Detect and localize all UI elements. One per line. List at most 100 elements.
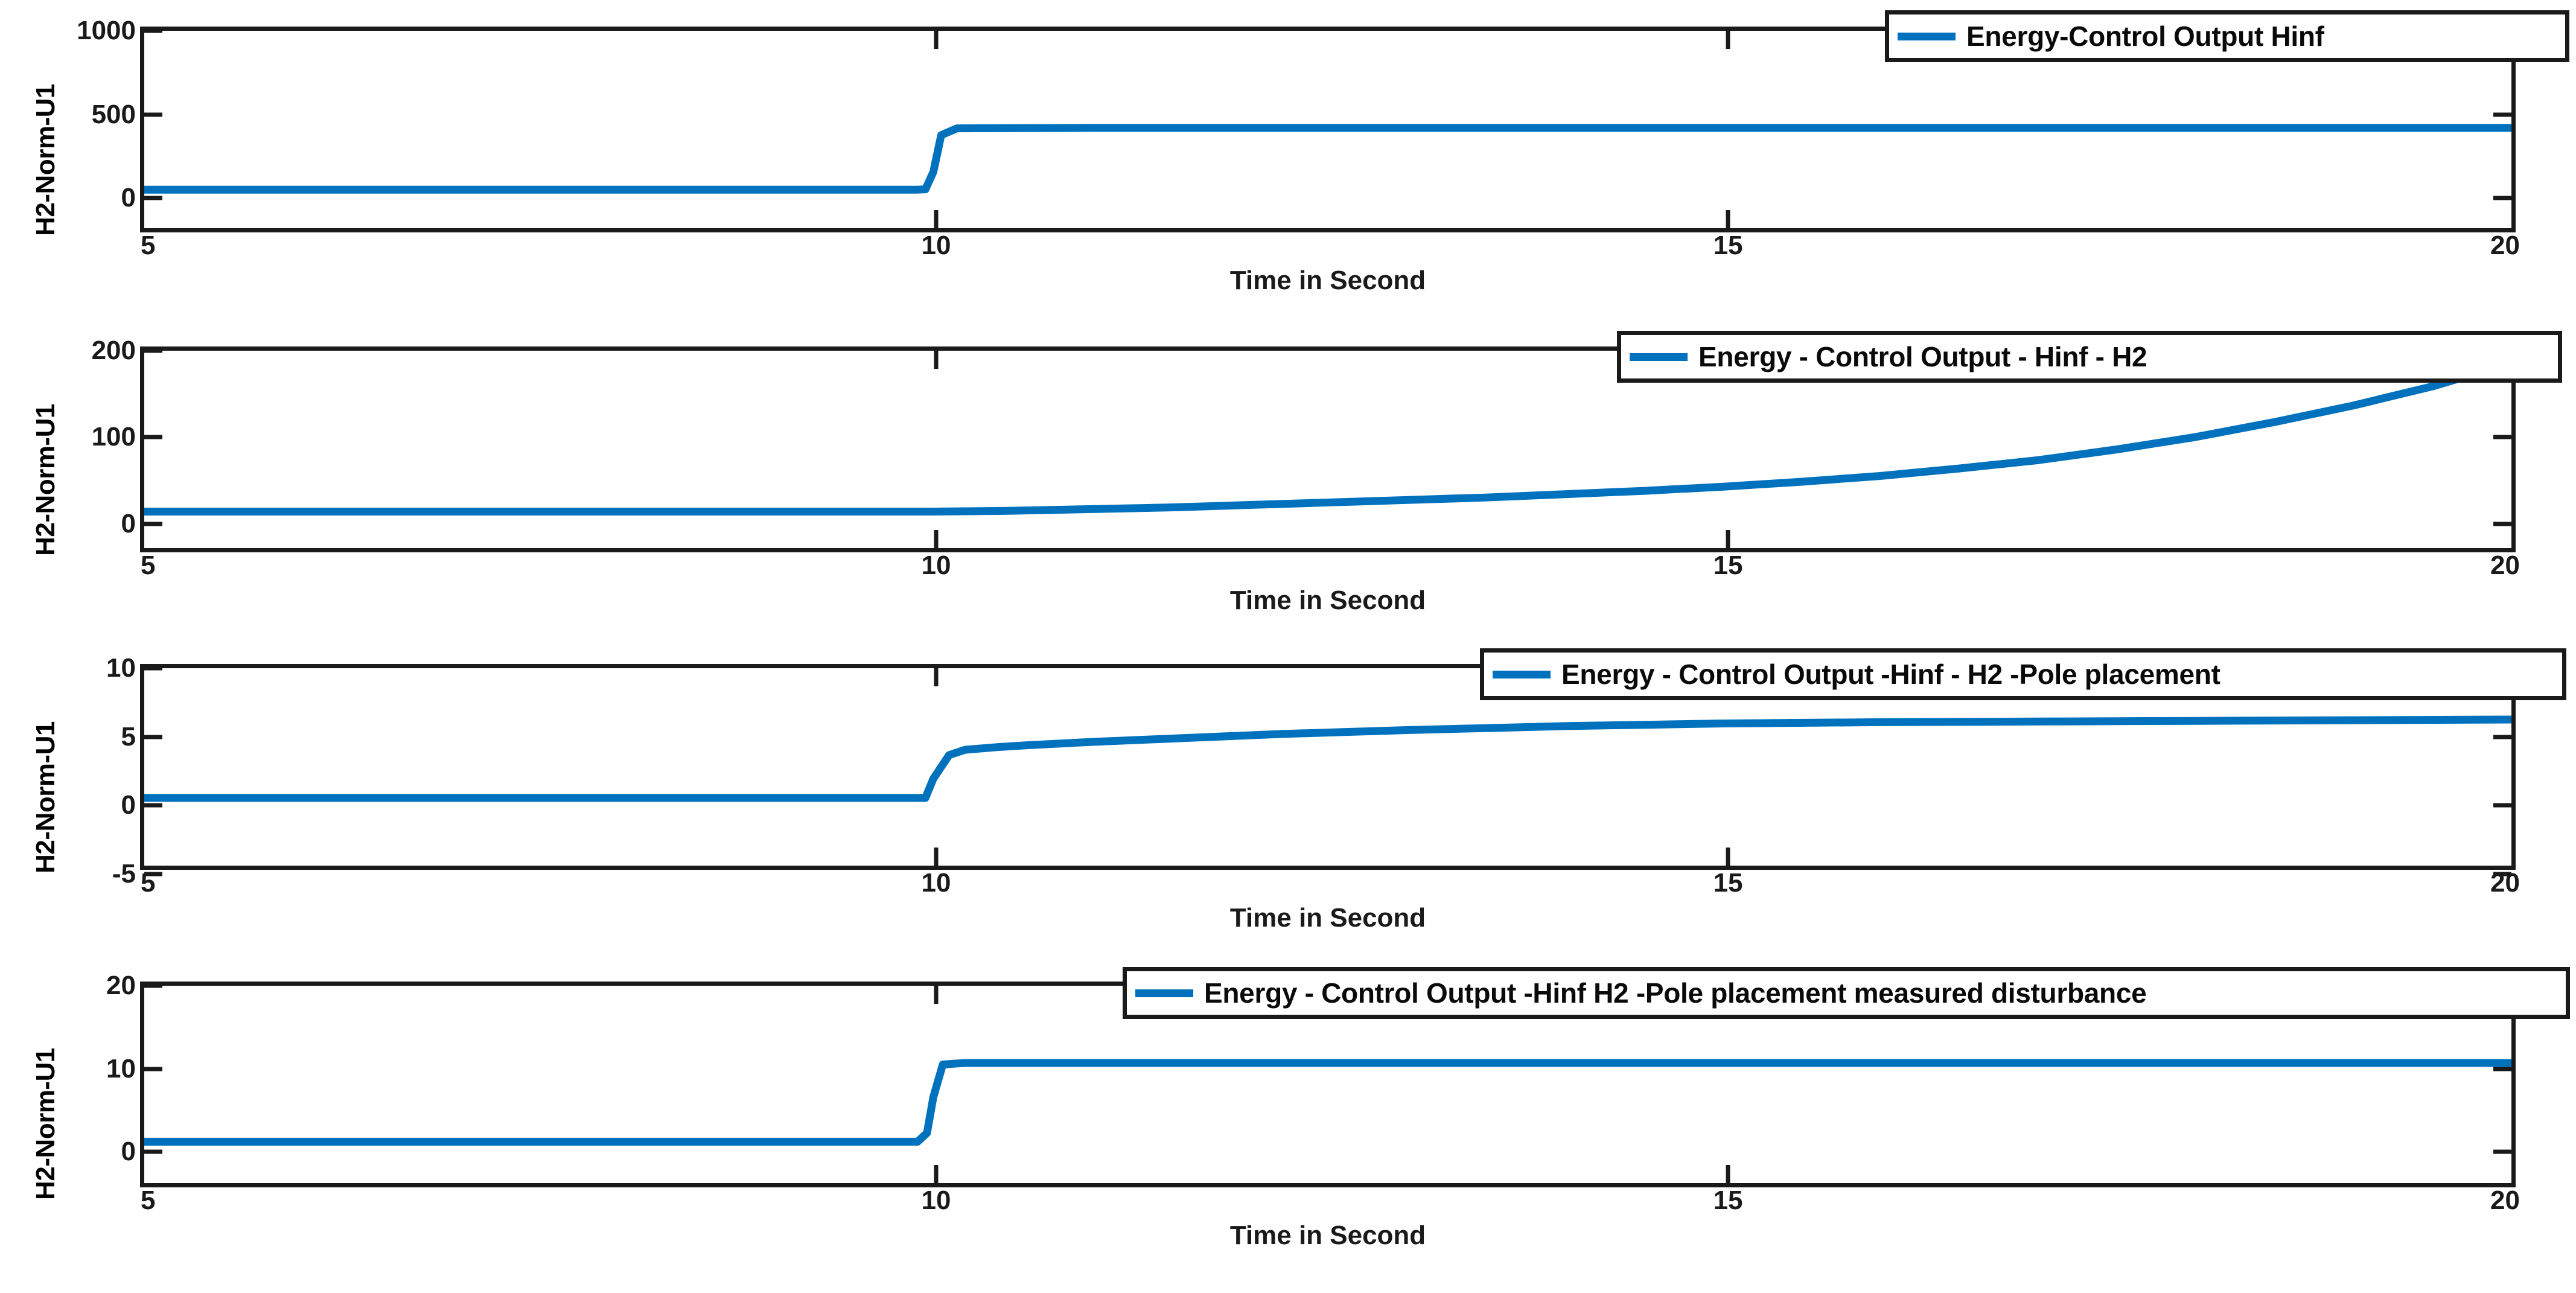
y-tick-1-1	[144, 112, 162, 117]
x-tick-label-4-2: 15	[1713, 1186, 1743, 1215]
y-tick-right-2-0	[2493, 522, 2511, 526]
legend-label-3: Energy - Control Output -Hinf - H2 -Pole…	[1561, 659, 2221, 690]
y-tick-label-4-0: 0	[121, 1137, 136, 1166]
y-axis-label-2: H2-Norm-U1	[31, 404, 60, 556]
x-tick-bottom-4-2	[1726, 1165, 1730, 1183]
y-tick-3-0	[144, 872, 162, 876]
legend-line-swatch-icon	[1493, 670, 1551, 678]
legend-label-4: Energy - Control Output -Hinf H2 -Pole p…	[1204, 977, 2147, 1009]
x-tick-label-4-0: 5	[141, 1186, 156, 1215]
y-axis-label-4: H2-Norm-U1	[31, 1048, 60, 1200]
y-tick-2-0	[144, 522, 162, 526]
series-line-1	[144, 31, 2511, 228]
y-tick-4-0	[144, 1149, 162, 1154]
x-tick-label-2-1: 10	[921, 551, 951, 580]
subplot-1: H2-Norm-U1 Time in Second 0 500 1000 5 10 15 2…	[0, 0, 2576, 320]
y-tick-3-1	[144, 803, 162, 808]
x-tick-label-1-3: 20	[2490, 231, 2520, 260]
y-tick-label-1-2: 1000	[77, 16, 136, 45]
y-axis-label-3: H2-Norm-U1	[31, 721, 60, 873]
plot-inner-1	[144, 31, 2511, 228]
y-tick-label-2-1: 100	[91, 422, 136, 452]
x-tick-top-2-1	[934, 351, 939, 369]
plot-inner-3	[144, 668, 2511, 866]
x-tick-label-4-1: 10	[921, 1186, 951, 1215]
y-tick-label-3-0: -5	[112, 859, 136, 889]
plot-area-3: Time in Second -5 0 5 10 5 10 15 20	[106, 653, 2520, 933]
legend-3[interactable]: Energy - Control Output -Hinf - H2 -Pole…	[1480, 648, 2566, 700]
x-tick-label-2-0: 5	[141, 551, 156, 580]
x-tick-label-4-3: 20	[2490, 1186, 2520, 1215]
x-tick-bottom-1-2	[1726, 210, 1730, 228]
x-tick-label-3-1: 10	[921, 868, 951, 898]
x-tick-bottom-2-1	[934, 530, 939, 548]
x-tick-label-1-2: 15	[1713, 231, 1743, 260]
x-tick-top-3-1	[934, 668, 939, 686]
x-axis-label-4: Time in Second	[1229, 1221, 1426, 1250]
x-tick-bottom-1-1	[934, 210, 939, 228]
y-tick-2-1	[144, 435, 162, 439]
x-axis-label-1: Time in Second	[1229, 266, 1426, 295]
x-tick-bottom-3-1	[934, 848, 939, 866]
x-tick-label-3-3: 20	[2490, 868, 2520, 898]
x-tick-label-1-1: 10	[921, 231, 951, 260]
y-tick-right-1-0	[2493, 196, 2511, 200]
data-series-1-0	[144, 128, 2511, 190]
y-tick-label-4-2: 20	[106, 971, 136, 1000]
plot-inner-4	[144, 986, 2511, 1183]
y-tick-3-2	[144, 735, 162, 739]
x-tick-bottom-3-2	[1726, 848, 1730, 866]
subplot-4: H2-Norm-U1 Time in Second 0 10 20 5 10 15 20 E…	[0, 955, 2576, 1293]
y-tick-label-1-1: 500	[91, 99, 136, 129]
series-line-2	[144, 351, 2511, 548]
legend-2[interactable]: Energy - Control Output - Hinf - H2	[1617, 331, 2562, 383]
x-axis-label-3: Time in Second	[1229, 903, 1426, 933]
y-tick-right-1-1	[2493, 112, 2511, 117]
y-tick-4-1	[144, 1067, 162, 1071]
x-tick-top-1-2	[1726, 31, 1730, 49]
series-line-4	[144, 986, 2511, 1183]
y-tick-right-3-2	[2493, 735, 2511, 739]
y-tick-label-3-3: 10	[106, 653, 136, 683]
subplot-2: H2-Norm-U1 Time in Second 0 100 200 5 10 15 20…	[0, 320, 2576, 640]
y-tick-3-3	[144, 666, 162, 671]
legend-1[interactable]: Energy-Control Output Hinf	[1885, 10, 2569, 62]
y-tick-label-3-1: 0	[121, 790, 136, 820]
y-tick-2-2	[144, 348, 162, 353]
legend-4[interactable]: Energy - Control Output -Hinf H2 -Pole p…	[1123, 967, 2570, 1019]
y-tick-right-4-0	[2493, 1149, 2511, 1154]
legend-label-1: Energy-Control Output Hinf	[1966, 21, 2324, 52]
x-tick-top-4-1	[934, 986, 939, 1004]
legend-line-swatch-icon	[1898, 32, 1956, 40]
y-tick-label-4-1: 10	[106, 1053, 136, 1084]
legend-line-swatch-icon	[1135, 989, 1193, 997]
x-tick-label-3-2: 15	[1713, 868, 1743, 898]
x-tick-label-2-3: 20	[2490, 551, 2520, 580]
y-tick-label-2-2: 200	[91, 336, 136, 365]
legend-label-2: Energy - Control Output - Hinf - H2	[1698, 341, 2147, 372]
y-axis-label-1: H2-Norm-U1	[31, 84, 60, 236]
x-tick-top-1-1	[934, 31, 939, 49]
y-tick-right-4-1	[2493, 1067, 2511, 1071]
x-tick-label-3-0: 5	[141, 868, 156, 898]
data-series-4-0	[144, 1063, 2511, 1142]
series-line-3	[144, 668, 2511, 866]
data-series-2-0	[144, 363, 2511, 512]
data-series-3-0	[144, 720, 2511, 798]
x-tick-bottom-4-1	[934, 1165, 939, 1183]
y-tick-label-3-2: 5	[121, 721, 136, 752]
y-tick-4-2	[144, 983, 162, 988]
y-tick-1-0	[144, 196, 162, 200]
x-axis-label-2: Time in Second	[1229, 586, 1426, 615]
x-tick-label-1-0: 5	[141, 231, 156, 260]
y-tick-right-2-1	[2493, 435, 2511, 439]
y-tick-right-3-0	[2493, 872, 2511, 876]
y-tick-label-2-0: 0	[121, 508, 136, 538]
y-tick-right-3-1	[2493, 803, 2511, 808]
y-tick-label-1-0: 0	[121, 183, 136, 213]
legend-line-swatch-icon	[1630, 353, 1688, 361]
x-tick-bottom-2-2	[1726, 530, 1730, 548]
y-tick-1-2	[144, 28, 162, 33]
x-tick-label-2-2: 15	[1713, 551, 1743, 580]
